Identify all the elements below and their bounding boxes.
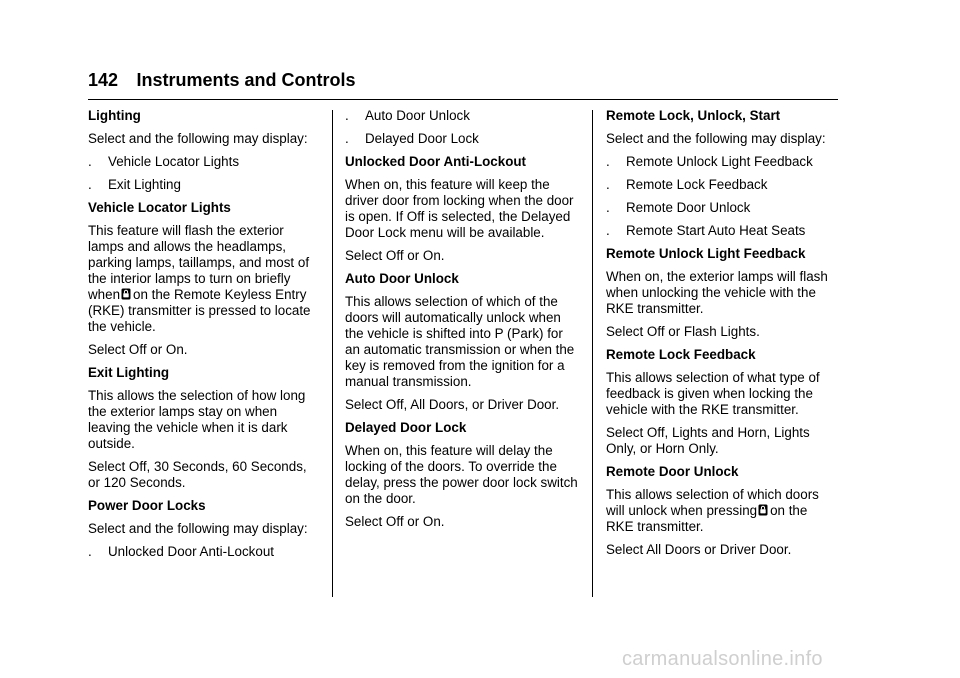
paragraph: When on, this feature will keep the driv…: [345, 177, 574, 240]
bullet-item: . Vehicle Locator Lights: [88, 154, 320, 170]
bullet-text: Remote Start Auto Heat Seats: [626, 223, 806, 238]
paragraph: Select Off or On.: [88, 342, 188, 357]
bullet-item: . Auto Door Unlock: [345, 108, 579, 124]
column-2: . Auto Door Unlock . Delayed Door Lock Unl…: [345, 108, 579, 537]
paragraph: This allows selection of what type of fe…: [606, 370, 820, 417]
paragraph-text: on the Remote Keyless Entry (RKE) transm…: [88, 287, 311, 334]
heading-auto-door-unlock: Auto Door Unlock: [345, 271, 459, 286]
bullet-item: . Remote Lock Feedback: [606, 177, 838, 193]
bullet-dot: .: [345, 108, 349, 123]
paragraph: When on, the exterior lamps will flash w…: [606, 269, 828, 316]
bullet-text: Delayed Door Lock: [365, 131, 479, 146]
heading-delayed-door-lock: Delayed Door Lock: [345, 420, 467, 435]
heading-remote-unlock-light-feedback: Remote Unlock Light Feedback: [606, 246, 806, 261]
heading-exit-lighting: Exit Lighting: [88, 365, 170, 380]
heading-remote-lock-feedback: Remote Lock Feedback: [606, 347, 756, 362]
bullet-item: . Exit Lighting: [88, 177, 320, 193]
bullet-dot: .: [606, 154, 610, 169]
heading-power-door-locks: Power Door Locks: [88, 498, 206, 513]
paragraph: Select Off, 30 Seconds, 60 Seconds, or 1…: [88, 459, 307, 490]
bullet-item: . Remote Unlock Light Feedback: [606, 154, 838, 170]
heading-lighting: Lighting: [88, 108, 141, 123]
bullet-dot: .: [606, 200, 610, 215]
paragraph: This allows selection of which of the do…: [345, 294, 575, 389]
paragraph: Select All Doors or Driver Door.: [606, 542, 792, 557]
paragraph: This allows selection of which doors wil…: [606, 487, 838, 535]
paragraph: This feature will flash the exterior lam…: [88, 223, 320, 335]
bullet-dot: .: [88, 544, 92, 559]
bullet-text: Unlocked Door Anti-Lockout: [108, 544, 274, 559]
heading-remote-lock-unlock-start: Remote Lock, Unlock, Start: [606, 108, 781, 123]
header-rule: [88, 99, 838, 100]
page-header: 142 Instruments and Controls: [88, 70, 838, 91]
paragraph: When on, this feature will delay the loc…: [345, 443, 578, 506]
section-title: Instruments and Controls: [136, 70, 356, 90]
bullet-dot: .: [88, 154, 92, 169]
bullet-item: . Remote Start Auto Heat Seats: [606, 223, 838, 239]
watermark: carmanualsonline.info: [622, 648, 823, 670]
paragraph: Select and the following may display:: [606, 131, 826, 146]
bullet-text: Auto Door Unlock: [365, 108, 470, 123]
column-divider: [332, 110, 333, 597]
page-number: 142: [88, 70, 119, 90]
heading-unlocked-door-anti-lockout: Unlocked Door Anti-Lockout: [345, 154, 527, 169]
bullet-dot: .: [606, 223, 610, 238]
column-3: Remote Lock, Unlock, Start Select and th…: [606, 108, 838, 565]
paragraph: Select Off or Flash Lights.: [606, 324, 760, 339]
paragraph-text: This feature will flash the exterior lam…: [88, 223, 310, 302]
paragraph: Select Off or On.: [345, 514, 445, 529]
column-divider: [592, 110, 593, 597]
paragraph: Select Off, All Doors, or Driver Door.: [345, 397, 560, 412]
bullet-text: Vehicle Locator Lights: [108, 154, 240, 169]
column-1: Lighting Select and the following may di…: [88, 108, 320, 567]
heading-vehicle-locator-lights: Vehicle Locator Lights: [88, 200, 231, 215]
bullet-dot: .: [606, 177, 610, 192]
bullet-item: . Remote Door Unlock: [606, 200, 838, 216]
bullet-item: . Delayed Door Lock: [345, 131, 579, 147]
paragraph-text: on the RKE transmitter.: [606, 503, 808, 534]
paragraph: Select and the following may display:: [88, 521, 308, 536]
bullet-item: . Unlocked Door Anti-Lockout: [88, 544, 320, 560]
bullet-text: Remote Lock Feedback: [626, 177, 768, 192]
remote-lock-icon: [758, 504, 768, 516]
paragraph: Select Off, Lights and Horn, Lights Only…: [606, 425, 810, 456]
paragraph: Select Off or On.: [345, 248, 445, 263]
bullet-text: Remote Door Unlock: [626, 200, 751, 215]
paragraph-text: This allows selection of which doors wil…: [606, 487, 819, 518]
bullet-text: Remote Unlock Light Feedback: [626, 154, 813, 169]
bullet-dot: .: [345, 131, 349, 146]
bullet-dot: .: [88, 177, 92, 192]
paragraph: This allows the selection of how long th…: [88, 388, 306, 451]
paragraph: Select and the following may display:: [88, 131, 308, 146]
bullet-text: Exit Lighting: [108, 177, 181, 192]
heading-remote-door-unlock: Remote Door Unlock: [606, 464, 739, 479]
remote-lock-icon: [121, 288, 131, 300]
